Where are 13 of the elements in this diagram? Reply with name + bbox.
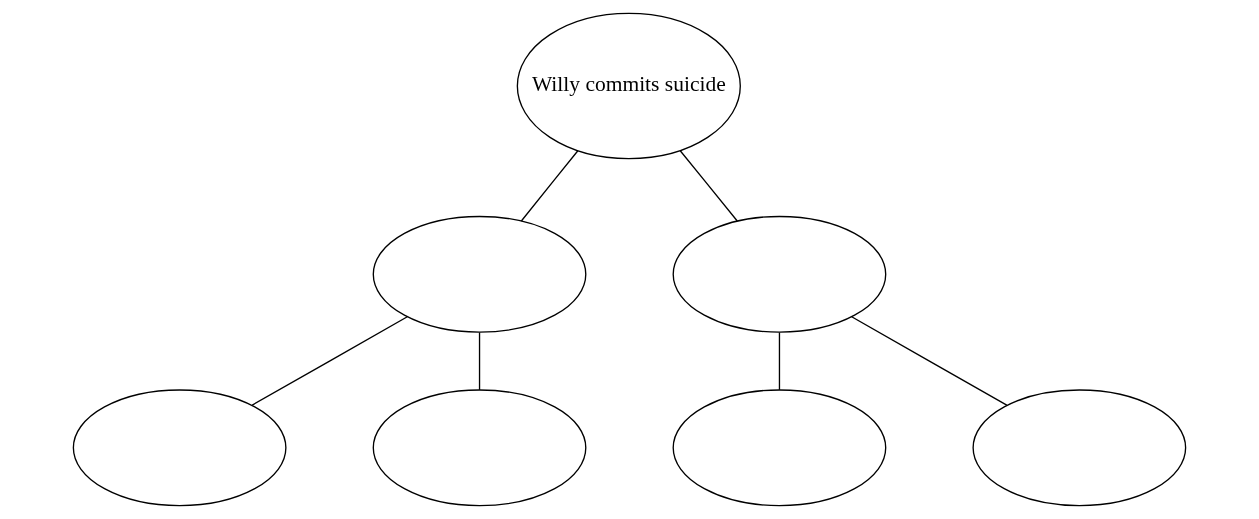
connector [478, 331, 481, 391]
node-ellipse [672, 215, 887, 333]
connector [251, 316, 408, 406]
node-ellipse [672, 389, 887, 507]
node-ellipse [372, 215, 587, 333]
connector [778, 331, 781, 391]
node-ellipse [372, 389, 587, 507]
node-ellipse [72, 389, 287, 507]
node-ellipse: Willy commits suicide [516, 12, 741, 160]
node-ellipse [972, 389, 1187, 507]
connector [679, 150, 738, 222]
connector [851, 316, 1008, 406]
connector [520, 150, 579, 222]
